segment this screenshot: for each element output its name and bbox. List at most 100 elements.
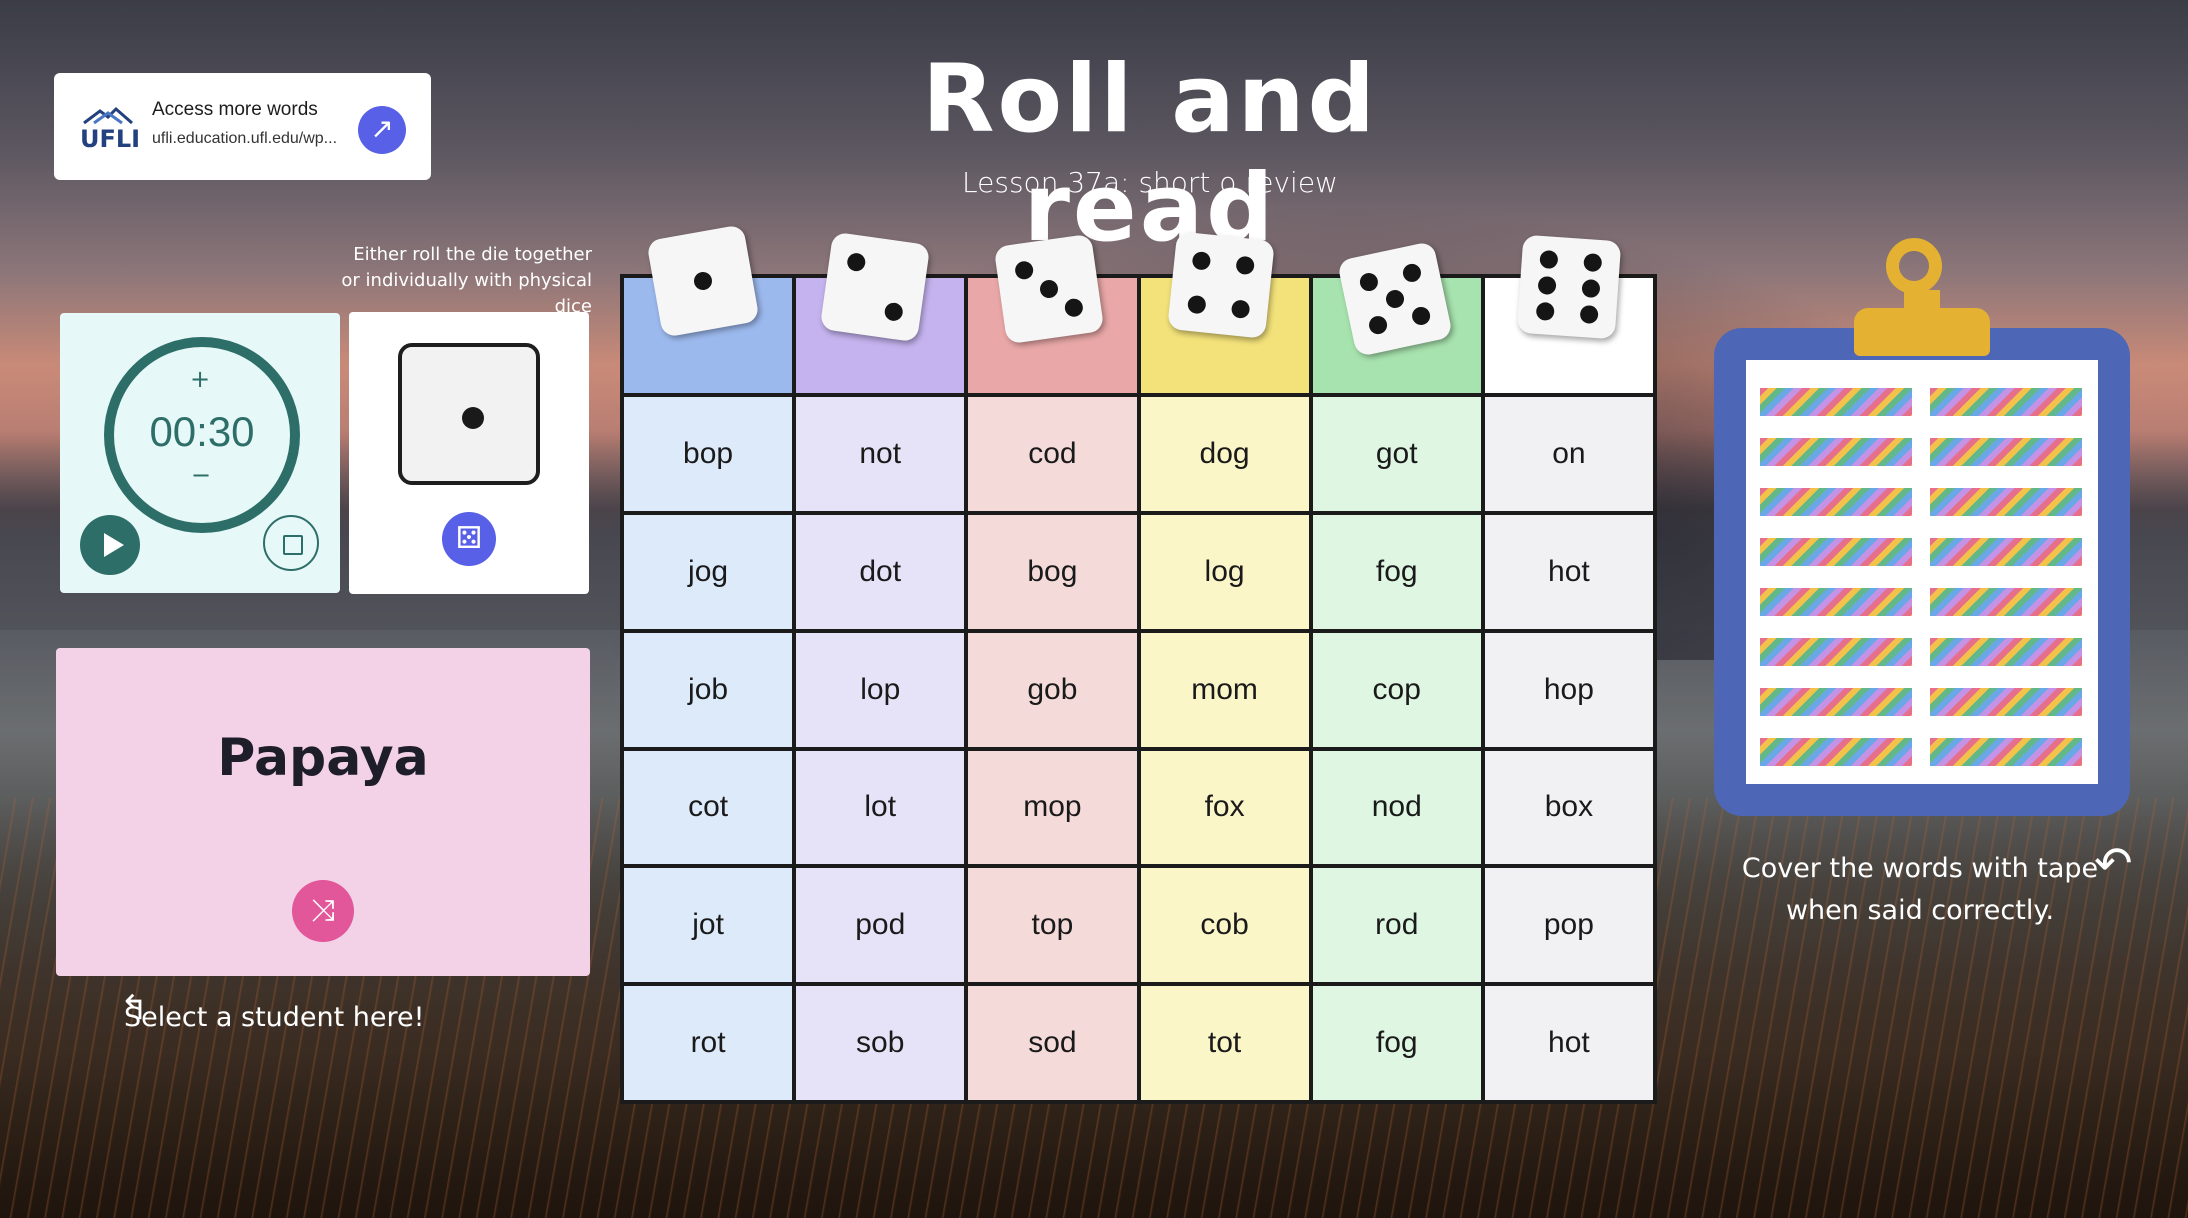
word-cell[interactable]: hot [1484, 986, 1653, 1100]
page-title: Roll and read [922, 45, 1378, 263]
word-cell[interactable]: lop [796, 632, 965, 747]
tape-strip [1930, 688, 2082, 716]
die-pip [1038, 278, 1060, 300]
timer-stop-button[interactable] [263, 515, 319, 571]
die-pip [1186, 294, 1207, 315]
die-pip [1583, 252, 1603, 273]
word-cell[interactable]: cop [1312, 632, 1481, 747]
word-cell[interactable]: box [1484, 750, 1653, 865]
die-pip [1367, 314, 1389, 336]
word-cell[interactable]: job [624, 632, 793, 747]
dice-roller-widget: ⚄ [349, 312, 589, 594]
die-pip [1358, 271, 1380, 293]
shuffle-icon: ⤨ [311, 893, 335, 928]
page-subtitle: Lesson 37a: short o review [962, 166, 1338, 199]
word-cell[interactable]: rot [624, 986, 793, 1100]
word-cell[interactable]: lot [796, 750, 965, 865]
die-pip [1581, 278, 1601, 299]
die-pip [1384, 288, 1406, 310]
die-pip [883, 301, 904, 323]
curved-arrow-icon: ↶ [2094, 836, 2133, 890]
die-pip [1191, 250, 1212, 271]
access-more-words-card[interactable]: UFLI Access more words ufli.education.uf… [54, 73, 431, 180]
timer-ring [104, 337, 300, 533]
clipboard-paper [1746, 360, 2098, 784]
timer-increase-button[interactable]: + [190, 365, 211, 393]
timer-play-button[interactable] [80, 515, 140, 575]
dice-icon: ⚄ [455, 521, 483, 556]
clipboard [1714, 238, 2130, 816]
tape-strip [1760, 388, 1912, 416]
word-cell[interactable]: jog [624, 514, 793, 629]
word-cell[interactable]: bop [624, 397, 793, 511]
tape-strip [1760, 438, 1912, 466]
word-cell[interactable]: rod [1312, 868, 1481, 983]
clipboard-clip [1854, 238, 1990, 368]
word-cell[interactable]: jot [624, 868, 793, 983]
die-pip [1579, 304, 1599, 325]
tape-strip [1930, 638, 2082, 666]
die-pip [1230, 299, 1251, 320]
die-pip [1537, 275, 1557, 296]
word-cell[interactable]: sob [796, 986, 965, 1100]
header-die-5 [1336, 240, 1454, 358]
access-link-url: ufli.education.ufl.edu/wp... [152, 130, 338, 147]
word-cell[interactable]: pop [1484, 868, 1653, 983]
die-pip [846, 251, 867, 273]
tape-strip [1760, 488, 1912, 516]
word-cell[interactable]: hot [1484, 514, 1653, 629]
word-cell[interactable]: cob [1140, 868, 1309, 983]
timer-decrease-button[interactable]: − [191, 461, 212, 489]
die-pip [1539, 249, 1559, 270]
word-cell[interactable]: got [1312, 397, 1481, 511]
clip-base [1854, 308, 1990, 356]
tape-strip [1760, 738, 1912, 766]
word-cell[interactable]: not [796, 397, 965, 511]
shuffle-student-button[interactable]: ⤨ [292, 880, 354, 942]
die-pip [1401, 262, 1423, 284]
header-die-6 [1516, 234, 1622, 340]
word-cell[interactable]: cod [968, 397, 1137, 511]
word-cell[interactable]: gob [968, 632, 1137, 747]
die-pip [1410, 305, 1432, 327]
tape-strip [1760, 588, 1912, 616]
word-cell[interactable]: top [968, 868, 1137, 983]
word-cell[interactable]: fox [1140, 750, 1309, 865]
ufli-book-icon [83, 106, 133, 125]
header-die-1 [646, 224, 760, 338]
die-pip [1013, 260, 1035, 281]
word-cell[interactable]: bog [968, 514, 1137, 629]
word-cell[interactable]: dog [1140, 397, 1309, 511]
tape-strip [1760, 538, 1912, 566]
die-pip [692, 270, 714, 292]
word-cell[interactable]: cot [624, 750, 793, 865]
tape-strip [1930, 588, 2082, 616]
word-cell[interactable]: tot [1140, 986, 1309, 1100]
word-cell[interactable]: fog [1312, 986, 1481, 1100]
word-cell[interactable]: dot [796, 514, 965, 629]
roll-dice-button[interactable]: ⚄ [442, 512, 496, 566]
clip-ring [1886, 238, 1942, 294]
timer-display: 00:30 [149, 408, 255, 455]
word-cell[interactable]: mom [1140, 632, 1309, 747]
word-cell[interactable]: nod [1312, 750, 1481, 865]
ufli-logo: UFLI [80, 103, 141, 155]
ufli-logo-text: UFLI [80, 125, 141, 153]
tape-strip [1930, 738, 2082, 766]
word-cell[interactable]: hop [1484, 632, 1653, 747]
word-cell[interactable]: log [1140, 514, 1309, 629]
open-link-button[interactable]: ↗ [358, 106, 406, 154]
tape-strip [1930, 438, 2082, 466]
word-cell[interactable]: sod [968, 986, 1137, 1100]
timer-widget: + 00:30 − [60, 313, 340, 593]
tape-strip [1760, 638, 1912, 666]
tape-strip [1930, 488, 2082, 516]
word-cell[interactable]: on [1484, 397, 1653, 511]
dice-face [398, 343, 540, 485]
word-cell[interactable]: pod [796, 868, 965, 983]
tape-strip [1930, 388, 2082, 416]
word-cell[interactable]: fog [1312, 514, 1481, 629]
arrow-up-right-icon: ↗ [370, 112, 394, 145]
word-cell[interactable]: mop [968, 750, 1137, 865]
